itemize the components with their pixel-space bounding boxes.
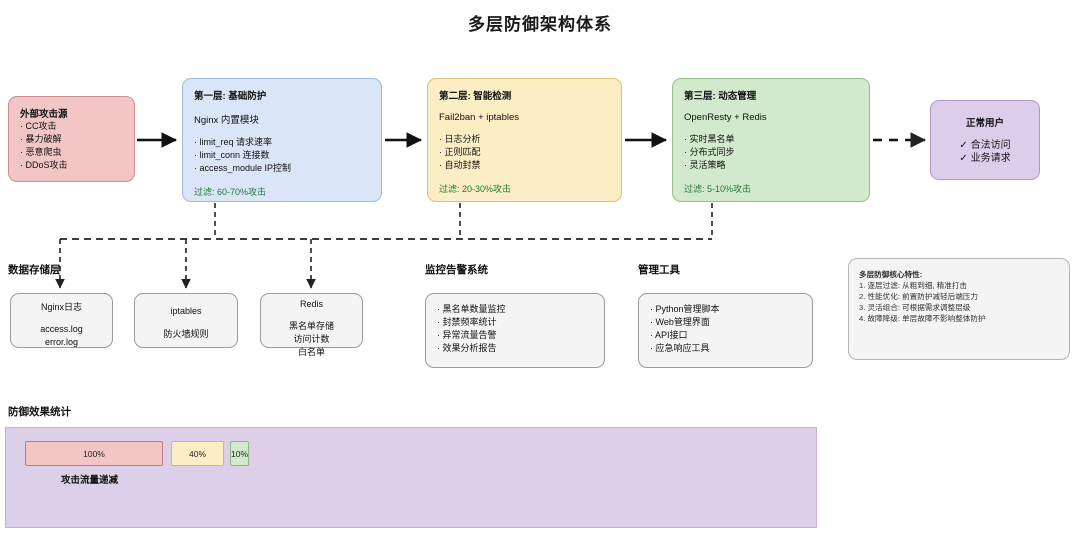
stats-caption: 攻击流量递减: [61, 475, 119, 486]
storage-box-line: 白名单: [297, 347, 325, 357]
attack-source-title: 外部攻击源: [20, 109, 68, 120]
notes-line: 4. 故障降级: 单层故障不影响整体防护: [859, 314, 986, 323]
storage-heading: 数据存储层: [8, 264, 61, 276]
notes-line: 2. 性能优化: 前置防护减轻后端压力: [859, 292, 978, 301]
normal-user-item: ✓ 合法访问: [959, 140, 1011, 151]
defense-stats-panel: 100% 40% 10% 攻击流量递减: [5, 427, 817, 528]
node-external-attack-source[interactable]: 外部攻击源 · CC攻击 · 暴力破解 · 恶意爬虫 · DDoS攻击: [8, 96, 135, 182]
layer1-subtitle: Nginx 内置模块: [194, 115, 259, 126]
node-layer2-smart-detection[interactable]: 第二层: 智能检测 Fail2ban + iptables · 日志分析 · 正…: [427, 78, 622, 202]
layer3-subtitle: OpenResty + Redis: [684, 112, 767, 123]
attack-source-item: · CC攻击: [20, 121, 57, 131]
monitoring-item: · 效果分析报告: [437, 343, 497, 353]
layer2-item: · 自动封禁: [439, 160, 481, 170]
layer2-title: 第二层: 智能检测: [439, 91, 512, 102]
layer3-item: · 灵活策略: [684, 160, 726, 170]
stats-bar-10: 10%: [230, 441, 249, 466]
monitoring-item: · 黑名单数量监控: [437, 304, 506, 314]
management-item: · Web管理界面: [650, 317, 710, 327]
node-normal-user[interactable]: 正常用户 ✓ 合法访问 ✓ 业务请求: [930, 100, 1040, 180]
management-item: · API接口: [650, 330, 688, 340]
management-heading: 管理工具: [638, 264, 680, 276]
storage-box-line: 访问计数: [293, 334, 330, 344]
storage-box-title: Redis: [299, 299, 323, 309]
attack-source-item: · 恶意爬虫: [20, 147, 62, 157]
management-item: · 应急响应工具: [650, 343, 710, 353]
node-layer3-dynamic-management[interactable]: 第三层: 动态管理 OpenResty + Redis · 实时黑名单 · 分布…: [672, 78, 870, 202]
normal-user-item: ✓ 业务请求: [959, 153, 1011, 164]
stats-bar-100: 100%: [25, 441, 163, 466]
storage-box-line: access.log: [40, 324, 83, 334]
stats-heading: 防御效果统计: [8, 406, 71, 418]
node-storage-iptables[interactable]: iptables 防火墙规则: [134, 293, 238, 348]
monitoring-item: · 封禁频率统计: [437, 317, 497, 327]
layer2-subtitle: Fail2ban + iptables: [439, 112, 520, 123]
node-monitoring-alerting[interactable]: · 黑名单数量监控 · 封禁频率统计 · 异常流量告警 · 效果分析报告: [425, 293, 605, 368]
attack-source-item: · DDoS攻击: [20, 160, 68, 170]
notes-title: 多层防御核心特性:: [859, 270, 923, 279]
layer3-title: 第三层: 动态管理: [684, 91, 757, 102]
storage-box-line: 防火墙规则: [163, 329, 209, 339]
normal-user-title: 正常用户: [965, 118, 1004, 129]
node-layer1-basic-protection[interactable]: 第一层: 基础防护 Nginx 内置模块 · limit_req 请求速率 · …: [182, 78, 382, 202]
layer1-title: 第一层: 基础防护: [194, 91, 267, 102]
notes-line: 1. 逐层过滤: 从粗到细, 精准打击: [859, 281, 968, 290]
stats-bar-40: 40%: [171, 441, 224, 466]
node-storage-nginx-log[interactable]: Nginx日志 access.log error.log: [10, 293, 113, 348]
layer3-item: · 实时黑名单: [684, 134, 735, 144]
layer1-item: · access_module IP控制: [194, 163, 292, 173]
management-item: · Python管理脚本: [650, 304, 720, 314]
layer3-filter-rate: 过滤: 5-10%攻击: [684, 184, 752, 194]
layer1-filter-rate: 过滤: 60-70%攻击: [194, 187, 267, 197]
storage-box-title: Nginx日志: [40, 302, 82, 312]
attack-source-item: · 暴力破解: [20, 134, 62, 144]
notes-line: 3. 灵活组合: 可根据需求调整层级: [859, 303, 971, 312]
layer1-item: · limit_req 请求速率: [194, 137, 273, 147]
layer2-item: · 正则匹配: [439, 147, 481, 157]
layer2-filter-rate: 过滤: 20-30%攻击: [439, 184, 512, 194]
layer2-item: · 日志分析: [439, 134, 481, 144]
notes-panel: 多层防御核心特性: 1. 逐层过滤: 从粗到细, 精准打击 2. 性能优化: 前…: [848, 258, 1070, 360]
storage-box-title: iptables: [170, 306, 202, 316]
storage-box-line: 黑名单存储: [288, 321, 334, 331]
monitoring-heading: 监控告警系统: [425, 264, 488, 276]
node-storage-redis[interactable]: Redis 黑名单存储 访问计数 白名单: [260, 293, 363, 357]
page-title: 多层防御架构体系: [468, 15, 612, 34]
layer3-item: · 分布式同步: [684, 147, 735, 157]
monitoring-item: · 异常流量告警: [437, 330, 497, 340]
storage-box-line: error.log: [44, 337, 79, 347]
layer1-item: · limit_conn 连接数: [194, 150, 270, 160]
node-management-tools[interactable]: · Python管理脚本 · Web管理界面 · API接口 · 应急响应工具: [638, 293, 813, 368]
